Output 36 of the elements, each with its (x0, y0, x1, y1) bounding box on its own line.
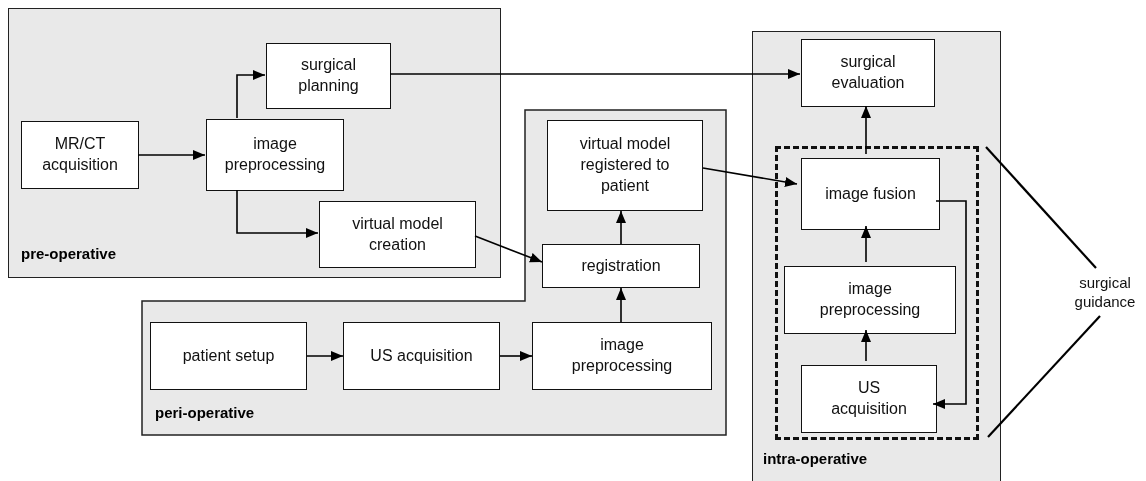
process-box: image preprocessing (784, 266, 956, 334)
process-box: image preprocessing (206, 119, 344, 191)
process-box: virtual model creation (319, 201, 476, 268)
process-box: virtual model registered to patient (547, 120, 703, 211)
process-box: image fusion (801, 158, 940, 230)
process-box: patient setup (150, 322, 307, 390)
process-box: US acquisition (801, 365, 937, 433)
arrow (861, 225, 871, 263)
arrow (389, 69, 801, 79)
stage-label: intra-operative (763, 450, 868, 467)
arrow (306, 351, 344, 361)
dashed-group-frame (775, 146, 979, 440)
arrow (499, 351, 533, 361)
arrow (236, 189, 319, 238)
annotation-text: surgical guidance (1073, 272, 1137, 312)
stage-panel (752, 31, 1001, 481)
stage-panel (8, 8, 501, 278)
arrow (861, 329, 871, 362)
process-box: US acquisition (343, 322, 500, 390)
arrow (932, 200, 967, 409)
arrow (702, 167, 798, 187)
arrow (236, 70, 266, 119)
bracket-line (985, 146, 1097, 269)
arrow (137, 150, 206, 160)
arrow (616, 210, 626, 245)
process-box: MR/CT acquisition (21, 121, 139, 189)
bracket-line (987, 315, 1101, 438)
arrow (616, 287, 626, 323)
process-box: surgical evaluation (801, 39, 935, 107)
stage-label: peri-operative (155, 404, 255, 421)
arrow (474, 235, 543, 263)
stage-label: pre-operative (21, 245, 117, 262)
process-box: surgical planning (266, 43, 391, 109)
process-box: image preprocessing (532, 322, 712, 390)
arrow (861, 105, 871, 155)
process-box: registration (542, 244, 700, 288)
